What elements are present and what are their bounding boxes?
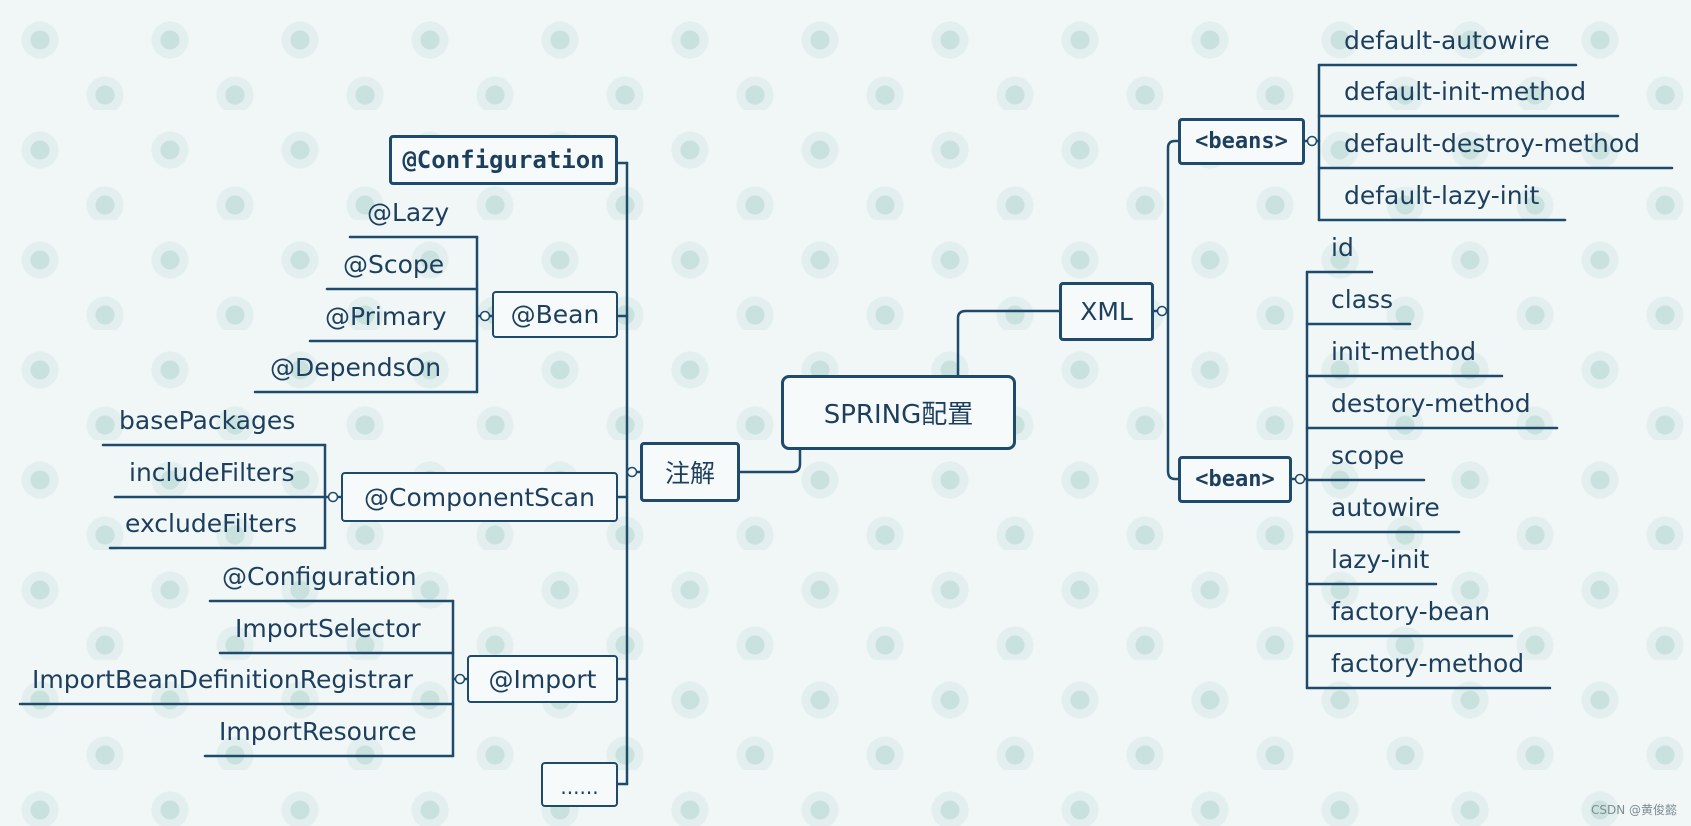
bean-child-dependson[interactable]: @DependsOn <box>270 353 442 382</box>
component-scan-child-base-packages[interactable]: basePackages <box>119 406 296 435</box>
bean-child-primary[interactable]: @Primary <box>325 302 447 331</box>
watermark: CSDN @黄俊懿 <box>1590 803 1677 817</box>
beans-node[interactable]: <beans> <box>1178 118 1305 165</box>
bean-attr-class[interactable]: class <box>1331 285 1394 314</box>
bean-attr-factory-method[interactable]: factory-method <box>1331 649 1525 678</box>
root-label: SPRING配置 <box>823 400 974 430</box>
component-scan-child-exclude-filters[interactable]: excludeFilters <box>125 509 298 538</box>
import-child-import-resource[interactable]: ImportResource <box>219 717 417 746</box>
beans-child-default-destroy-method[interactable]: default-destroy-method <box>1344 129 1641 158</box>
component-scan-label: @ComponentScan <box>364 482 595 512</box>
beans-label: <beans> <box>1195 129 1288 154</box>
bean-tag-node[interactable]: <bean> <box>1178 456 1292 503</box>
beans-child-default-autowire[interactable]: default-autowire <box>1344 26 1550 55</box>
bean-attr-destory-method[interactable]: destory-method <box>1331 389 1531 418</box>
import-child-registrar[interactable]: ImportBeanDefinitionRegistrar <box>32 665 413 694</box>
component-scan-child-include-filters[interactable]: includeFilters <box>129 458 295 487</box>
bean-attr-scope[interactable]: scope <box>1331 441 1405 470</box>
import-label: @Import <box>488 664 597 694</box>
bean-label: @Bean <box>510 300 600 329</box>
bean-attr-factory-bean[interactable]: factory-bean <box>1331 597 1491 626</box>
import-child-import-selector[interactable]: ImportSelector <box>235 614 421 643</box>
configuration-node[interactable]: @Configuration <box>389 135 618 185</box>
component-scan-node[interactable]: @ComponentScan <box>341 472 618 522</box>
annotation-node[interactable]: 注解 <box>640 442 740 502</box>
import-node[interactable]: @Import <box>467 655 618 703</box>
beans-child-default-lazy-init[interactable]: default-lazy-init <box>1344 181 1540 210</box>
xml-label: XML <box>1080 297 1133 326</box>
bean-child-scope[interactable]: @Scope <box>343 250 445 279</box>
import-child-configuration[interactable]: @Configuration <box>222 562 417 591</box>
bean-attr-lazy-init[interactable]: lazy-init <box>1331 545 1430 574</box>
bean-attr-init-method[interactable]: init-method <box>1331 337 1477 366</box>
bean-tag-label: <bean> <box>1195 467 1275 492</box>
root-node[interactable]: SPRING配置 <box>781 375 1016 450</box>
configuration-label: @Configuration <box>402 146 605 174</box>
more-label: ...... <box>560 775 599 799</box>
beans-child-default-init-method[interactable]: default-init-method <box>1344 77 1587 106</box>
annotation-label: 注解 <box>664 459 715 488</box>
bean-attr-id[interactable]: id <box>1331 233 1354 262</box>
bean-child-lazy[interactable]: @Lazy <box>367 198 450 227</box>
xml-node[interactable]: XML <box>1059 282 1154 341</box>
bean-node[interactable]: @Bean <box>492 291 618 338</box>
bean-attr-autowire[interactable]: autowire <box>1331 493 1440 522</box>
more-node[interactable]: ...... <box>541 762 618 807</box>
